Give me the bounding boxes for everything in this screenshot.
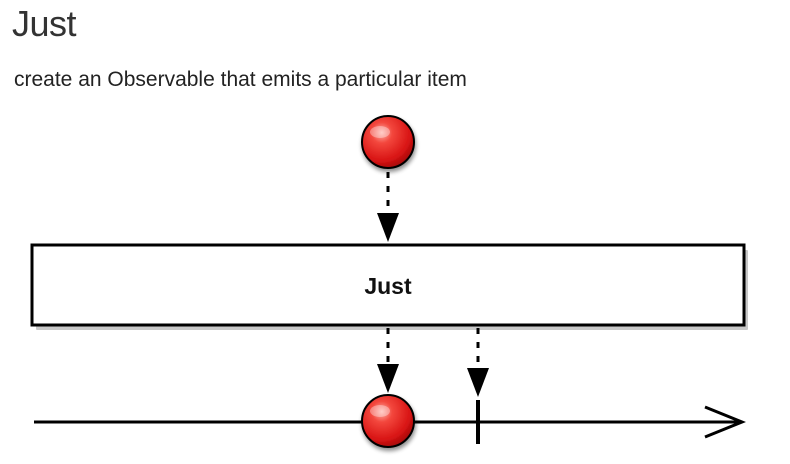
operator-label: Just (364, 273, 412, 299)
completion-arrow (467, 328, 489, 397)
page-title: Just (12, 3, 77, 44)
operator-box (30, 243, 748, 330)
source-item (361, 115, 415, 169)
input-arrow (377, 172, 399, 242)
emit-arrow (377, 328, 399, 393)
page-description: create an Observable that emits a partic… (14, 68, 467, 91)
emitted-item (361, 394, 415, 448)
